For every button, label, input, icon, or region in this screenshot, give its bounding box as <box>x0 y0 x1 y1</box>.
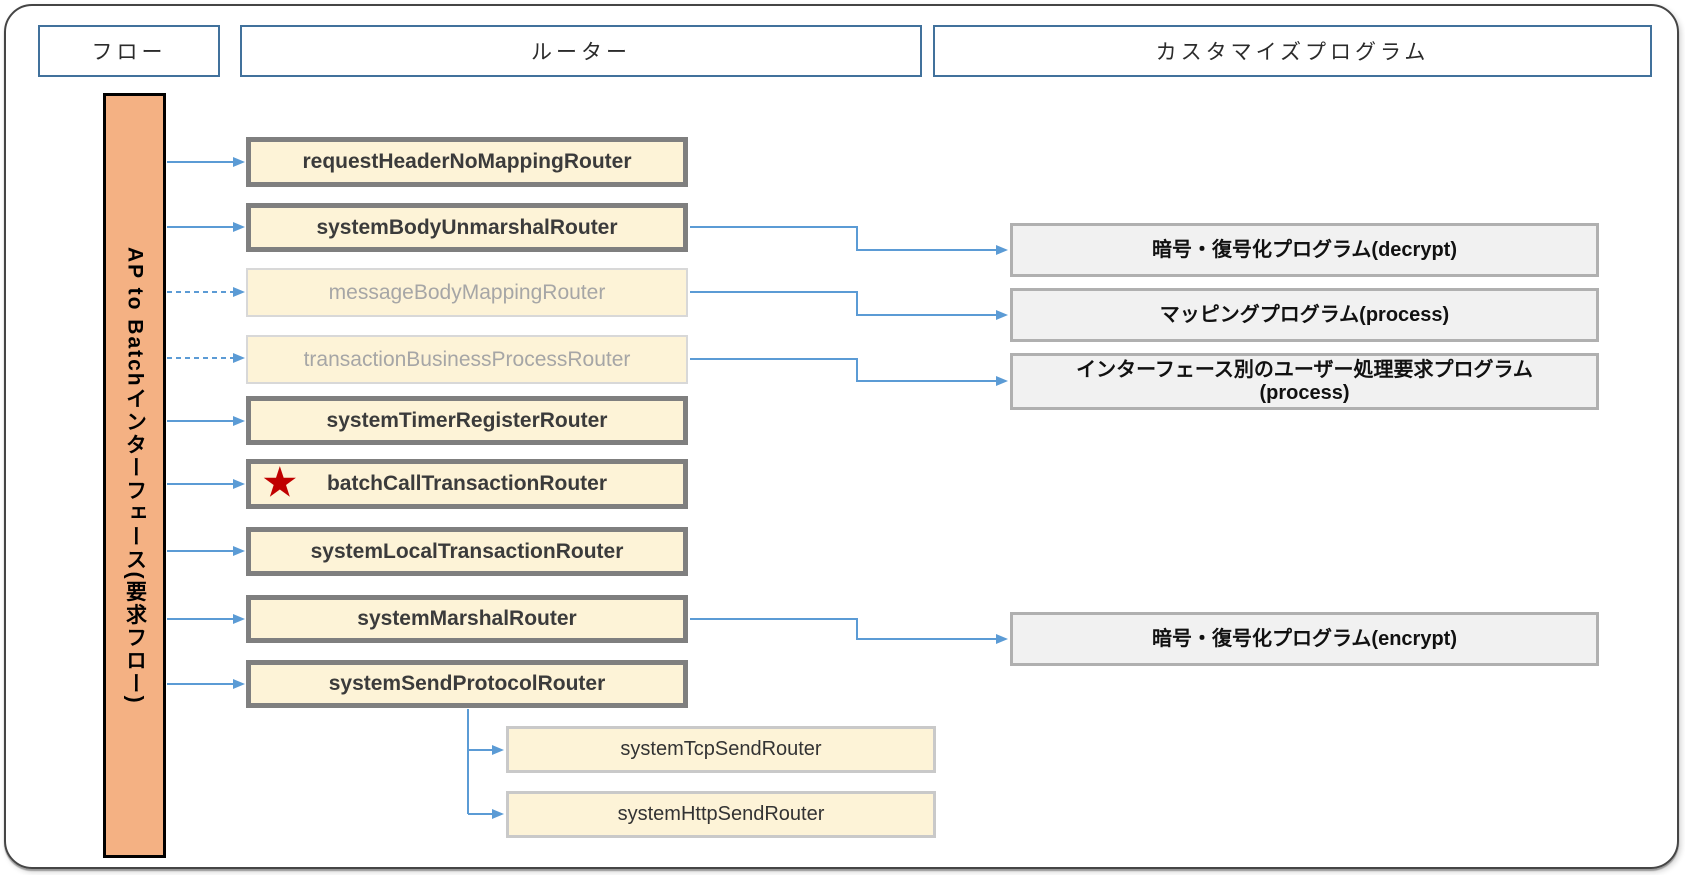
column-header-router: ルーター <box>240 25 922 77</box>
router-label: batchCallTransactionRouter <box>326 472 608 495</box>
router-box-batchCallTransactionRouter: ★ batchCallTransactionRouter <box>246 459 688 509</box>
program-box-decrypt: 暗号・復号化プログラム(decrypt) <box>1010 223 1599 277</box>
router-box-messageBodyMappingRouter: messageBodyMappingRouter <box>246 268 688 317</box>
program-box-mapping-process: マッピングプログラム(process) <box>1010 288 1599 342</box>
column-header-custom-program: カスタマイズプログラム <box>933 25 1652 77</box>
column-header-custom-program-label: カスタマイズプログラム <box>1155 41 1430 64</box>
router-box-systemTimerRegisterRouter: systemTimerRegisterRouter <box>246 396 688 445</box>
column-header-flow: フロー <box>38 25 220 77</box>
router-box-systemTcpSendRouter: systemTcpSendRouter <box>506 726 936 773</box>
program-label: 暗号・復号化プログラム(decrypt) <box>1152 238 1457 261</box>
router-label: systemLocalTransactionRouter <box>310 539 624 563</box>
column-header-flow-label: フロー <box>91 41 167 64</box>
router-box-transactionBusinessProcessRouter: transactionBusinessProcessRouter <box>246 335 688 384</box>
outer-frame <box>4 4 1679 869</box>
arrow-marshal-to-encrypt-program <box>690 618 1008 644</box>
router-label: systemTcpSendRouter <box>620 738 822 760</box>
router-label: systemBodyUnmarshalRouter <box>316 215 618 239</box>
program-box-encrypt: 暗号・復号化プログラム(encrypt) <box>1010 612 1599 666</box>
program-label: 暗号・復号化プログラム(encrypt) <box>1152 627 1457 650</box>
program-label: マッピングプログラム(process) <box>1159 303 1450 326</box>
router-label: systemTimerRegisterRouter <box>326 408 608 432</box>
program-label-line1: インターフェース別のユーザー処理要求プログラム <box>1076 358 1533 381</box>
router-label: transactionBusinessProcessRouter <box>303 347 631 371</box>
program-label-line2: (process) <box>1259 381 1350 404</box>
router-label: requestHeaderNoMappingRouter <box>302 150 632 173</box>
flow-bar-label: AP to Batchインターフェース(要求フロー) <box>123 246 147 705</box>
star-icon: ★ <box>261 458 299 506</box>
router-box-systemSendProtocolRouter: systemSendProtocolRouter <box>246 660 688 708</box>
arrow-businessprocess-to-userrequest-program <box>690 358 1008 386</box>
router-box-systemHttpSendRouter: systemHttpSendRouter <box>506 791 936 838</box>
router-box-systemMarshalRouter: systemMarshalRouter <box>246 595 688 643</box>
arrow-unmarshal-to-decrypt-program <box>690 226 1008 255</box>
router-box-requestHeaderNoMappingRouter: requestHeaderNoMappingRouter <box>246 137 688 187</box>
arrow-mapping-to-mapping-program <box>690 291 1008 320</box>
router-box-systemLocalTransactionRouter: systemLocalTransactionRouter <box>246 527 688 576</box>
flow-bar-ap-to-batch: AP to Batchインターフェース(要求フロー) <box>103 93 166 858</box>
router-box-systemBodyUnmarshalRouter: systemBodyUnmarshalRouter <box>246 203 688 252</box>
router-label: systemHttpSendRouter <box>617 803 825 825</box>
program-box-user-request-process: インターフェース別のユーザー処理要求プログラム (process) <box>1010 353 1599 410</box>
router-label: systemMarshalRouter <box>357 607 577 630</box>
router-label: systemSendProtocolRouter <box>328 672 606 695</box>
column-header-router-label: ルーター <box>531 41 631 64</box>
router-label: messageBodyMappingRouter <box>328 280 606 304</box>
